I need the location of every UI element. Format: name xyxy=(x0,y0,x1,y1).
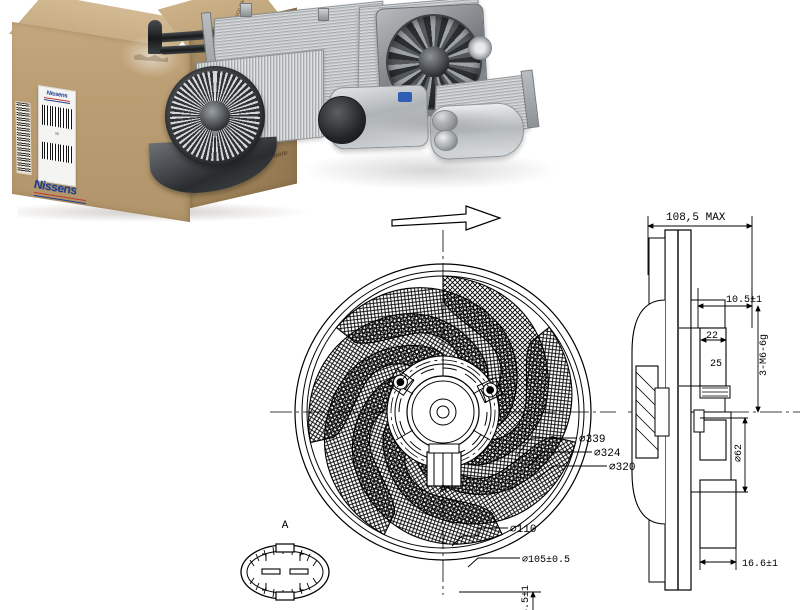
fan-side-view xyxy=(628,216,800,591)
nissens-product-box: AUTOMOTIVE PARTS FOR ENGINE COOLING ORIG… xyxy=(9,0,312,224)
front-view-dimensions xyxy=(451,437,607,610)
fan-hub xyxy=(386,355,504,487)
blower-hub xyxy=(200,101,230,131)
ac-hose-bend xyxy=(148,20,162,54)
motor-housing-profile xyxy=(631,299,670,525)
box-product-label: Nissens III xyxy=(38,84,76,188)
dim-label-d62: ⌀62 xyxy=(734,444,745,462)
connector-detail-a xyxy=(240,543,330,601)
dim-label-w1085: 108,5 MAX xyxy=(666,212,726,224)
detail-marker-a-front: A xyxy=(440,484,447,496)
label-barcode-top xyxy=(42,104,72,130)
blower-wheel xyxy=(165,66,265,166)
technical-drawing-svg: ⌀339 ⌀324 ⌀320 ⌀110 ⌀105±0.5 58.5±1 A 10… xyxy=(240,205,800,610)
product-photo-panel: AUTOMOTIVE PARTS FOR ENGINE COOLING ORIG… xyxy=(0,0,620,232)
dim-label-d324: ⌀324 xyxy=(594,448,621,460)
dim-label-d320: ⌀320 xyxy=(609,462,635,474)
cooling-fan-hub xyxy=(418,46,450,78)
label-barcode-bottom xyxy=(42,141,72,164)
fan-drop-shadow xyxy=(370,108,510,138)
dim-label-h166: 16.6±1 xyxy=(742,559,778,570)
dim-label-d105t: 10.5±1 xyxy=(726,295,762,306)
dim-label-d110: ⌀110 xyxy=(510,524,536,536)
condenser-fitting xyxy=(240,3,252,17)
box-edge-barcode xyxy=(15,100,32,176)
condenser-fitting-2 xyxy=(318,8,329,21)
dim-label-h25: 25 xyxy=(710,359,722,370)
fan-front-view xyxy=(270,230,616,610)
mounting-flange-profile xyxy=(690,299,737,549)
rotation-direction-arrow xyxy=(391,205,502,231)
technical-drawing-panel: ⌀339 ⌀324 ⌀320 ⌀110 ⌀105±0.5 58.5±1 A 10… xyxy=(0,180,810,610)
label-code: III xyxy=(55,130,59,137)
middle-ring-324 xyxy=(301,270,585,554)
dim-label-d339: ⌀339 xyxy=(579,434,605,446)
dimension-labels: ⌀339 ⌀324 ⌀320 ⌀110 ⌀105±0.5 58.5±1 A 10… xyxy=(282,212,778,610)
dim-label-h585: 58.5±1 xyxy=(521,585,532,610)
dim-label-thread: 3-M6-6g xyxy=(759,334,770,376)
parts-drop-shadow xyxy=(300,150,560,190)
fan-shroud-bracket xyxy=(468,36,492,60)
outer-shroud-ring-339 xyxy=(294,263,592,561)
dim-label-d105: ⌀105±0.5 xyxy=(522,555,570,566)
dim-label-w22: 22 xyxy=(706,331,718,342)
detail-label-a: A xyxy=(282,520,289,532)
fan-connector-block xyxy=(426,443,462,487)
compressor-connector xyxy=(398,92,412,102)
compressor-clutch xyxy=(318,96,366,144)
side-view-dimensions xyxy=(647,216,761,570)
drier-port-lower xyxy=(434,130,458,151)
